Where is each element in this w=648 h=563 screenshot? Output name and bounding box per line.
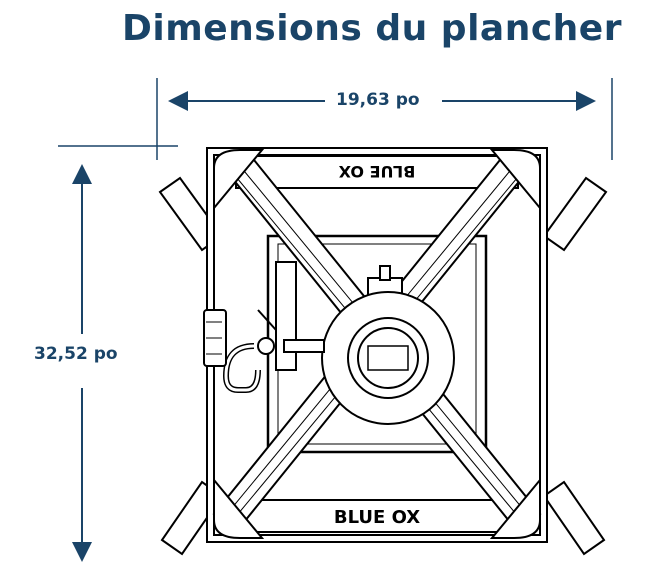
hub-slot xyxy=(367,345,409,371)
bottom-bar xyxy=(235,499,519,533)
width-dimension-label: 19,63 po xyxy=(336,90,420,110)
hub-inner xyxy=(357,327,419,389)
top-bar xyxy=(235,155,519,189)
dimension-guides xyxy=(58,78,613,160)
stand-illustration xyxy=(158,147,608,556)
height-dimension-label: 32,52 po xyxy=(34,344,118,364)
logo-top: BLUE OX xyxy=(338,162,415,181)
corner-plates xyxy=(213,149,541,539)
hub-ring xyxy=(347,317,429,399)
logo-bottom: BLUE OX xyxy=(334,507,420,528)
page-title: Dimensions du plancher xyxy=(122,8,622,49)
crank-handle xyxy=(203,261,325,393)
